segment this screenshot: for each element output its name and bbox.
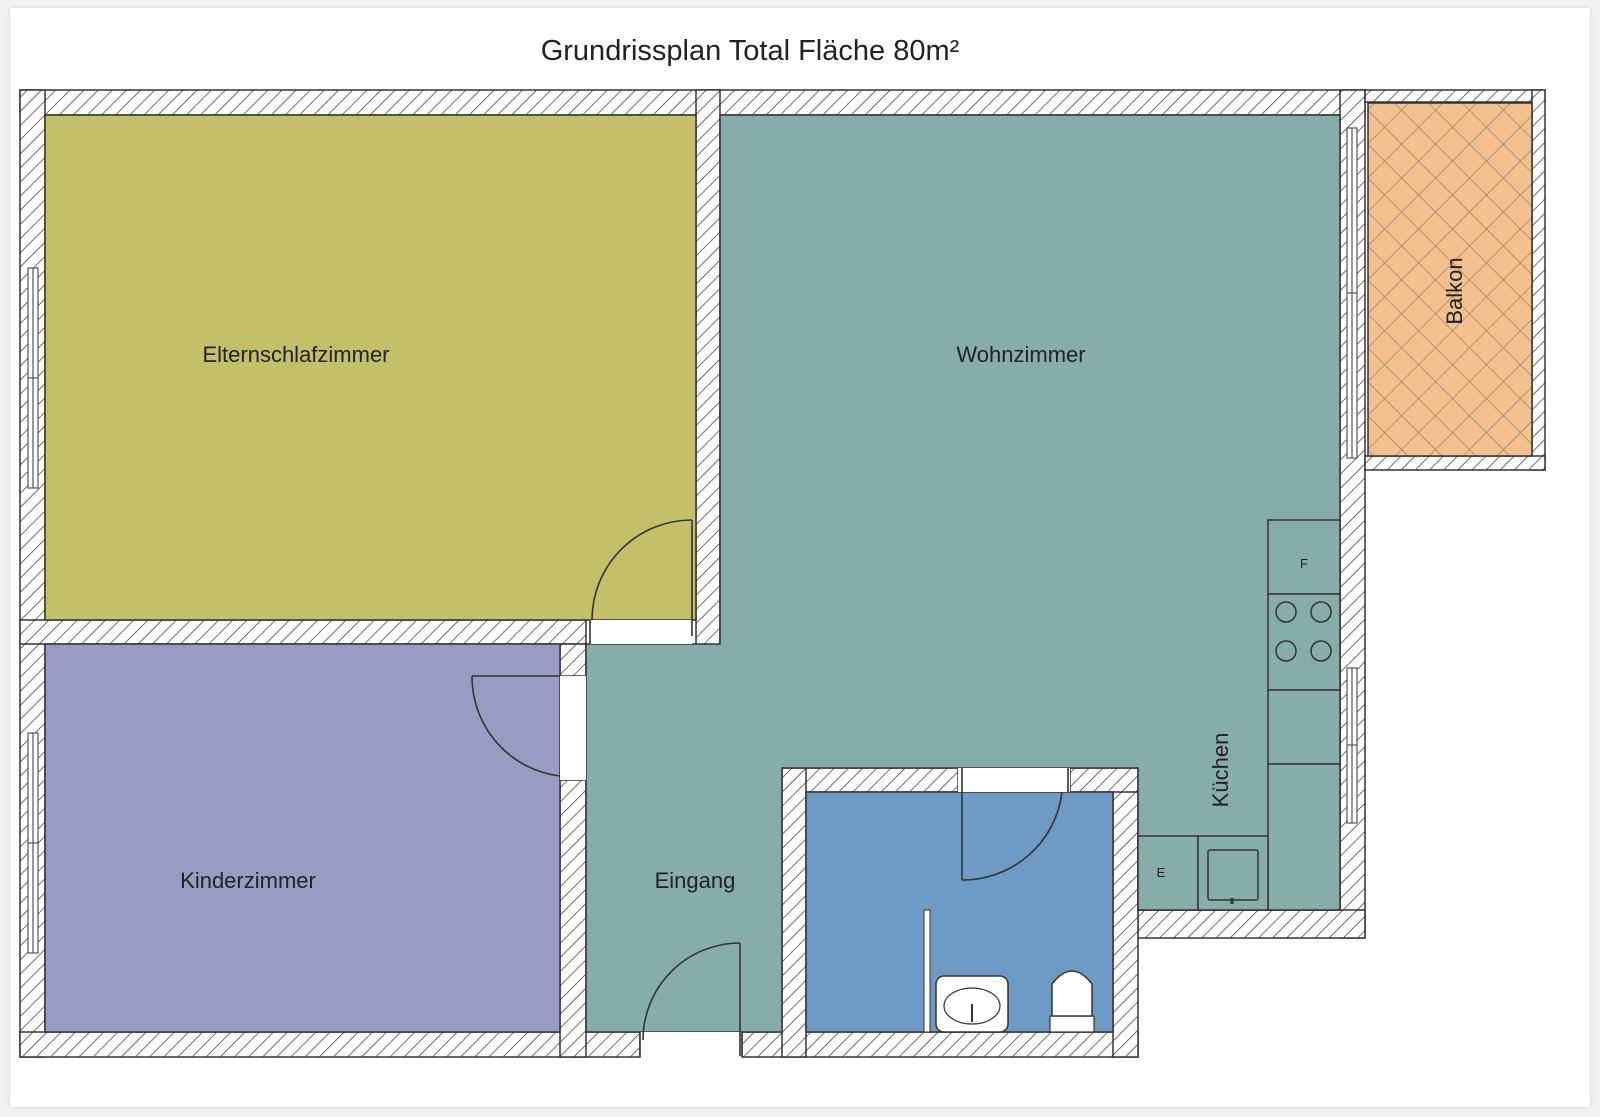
label-eingang: Eingang: [655, 868, 736, 893]
floor-plan-sheet: Grundrissplan Total Fläche 80m²: [10, 8, 1590, 1107]
appliance-e-label: E: [1157, 865, 1166, 880]
label-balkon: Balkon: [1442, 257, 1467, 324]
counter-segment: [1267, 763, 1341, 911]
room-balkon: [1367, 102, 1533, 457]
toilet-icon: [1049, 970, 1095, 1033]
label-kuechen: Küchen: [1208, 733, 1233, 808]
label-kinderzimmer: Kinderzimmer: [180, 868, 316, 893]
bathroom-fixtures: [923, 909, 1095, 1033]
label-elternschlafzimmer: Elternschlafzimmer: [202, 342, 389, 367]
appliance-e: [1137, 835, 1199, 911]
sink-cabinet: [1197, 835, 1269, 911]
stove-burners: [1275, 601, 1332, 662]
shower-screen: [923, 909, 931, 1033]
washbasin-icon: [935, 975, 1009, 1033]
room-elternschlafzimmer: [44, 114, 697, 621]
label-wohnzimmer: Wohnzimmer: [956, 342, 1085, 367]
burner-icon: [1310, 601, 1332, 623]
windows: [27, 127, 1358, 954]
doors: [471, 519, 1070, 1057]
fridge: [1267, 519, 1341, 595]
counter-segment: [1267, 689, 1341, 765]
room-kinderzimmer: [44, 643, 561, 1033]
kitchen-sink-icon: [1207, 849, 1259, 904]
burner-icon: [1310, 640, 1332, 662]
burner-icon: [1275, 640, 1297, 662]
stove: [1267, 593, 1341, 691]
floor-plan-diagram: Grundrissplan Total Fläche 80m²: [19, 35, 1546, 1058]
plan-title: Grundrissplan Total Fläche 80m²: [541, 35, 960, 67]
burner-icon: [1275, 601, 1297, 623]
kitchen-counter: [1137, 519, 1341, 911]
fridge-label: F: [1300, 556, 1308, 571]
